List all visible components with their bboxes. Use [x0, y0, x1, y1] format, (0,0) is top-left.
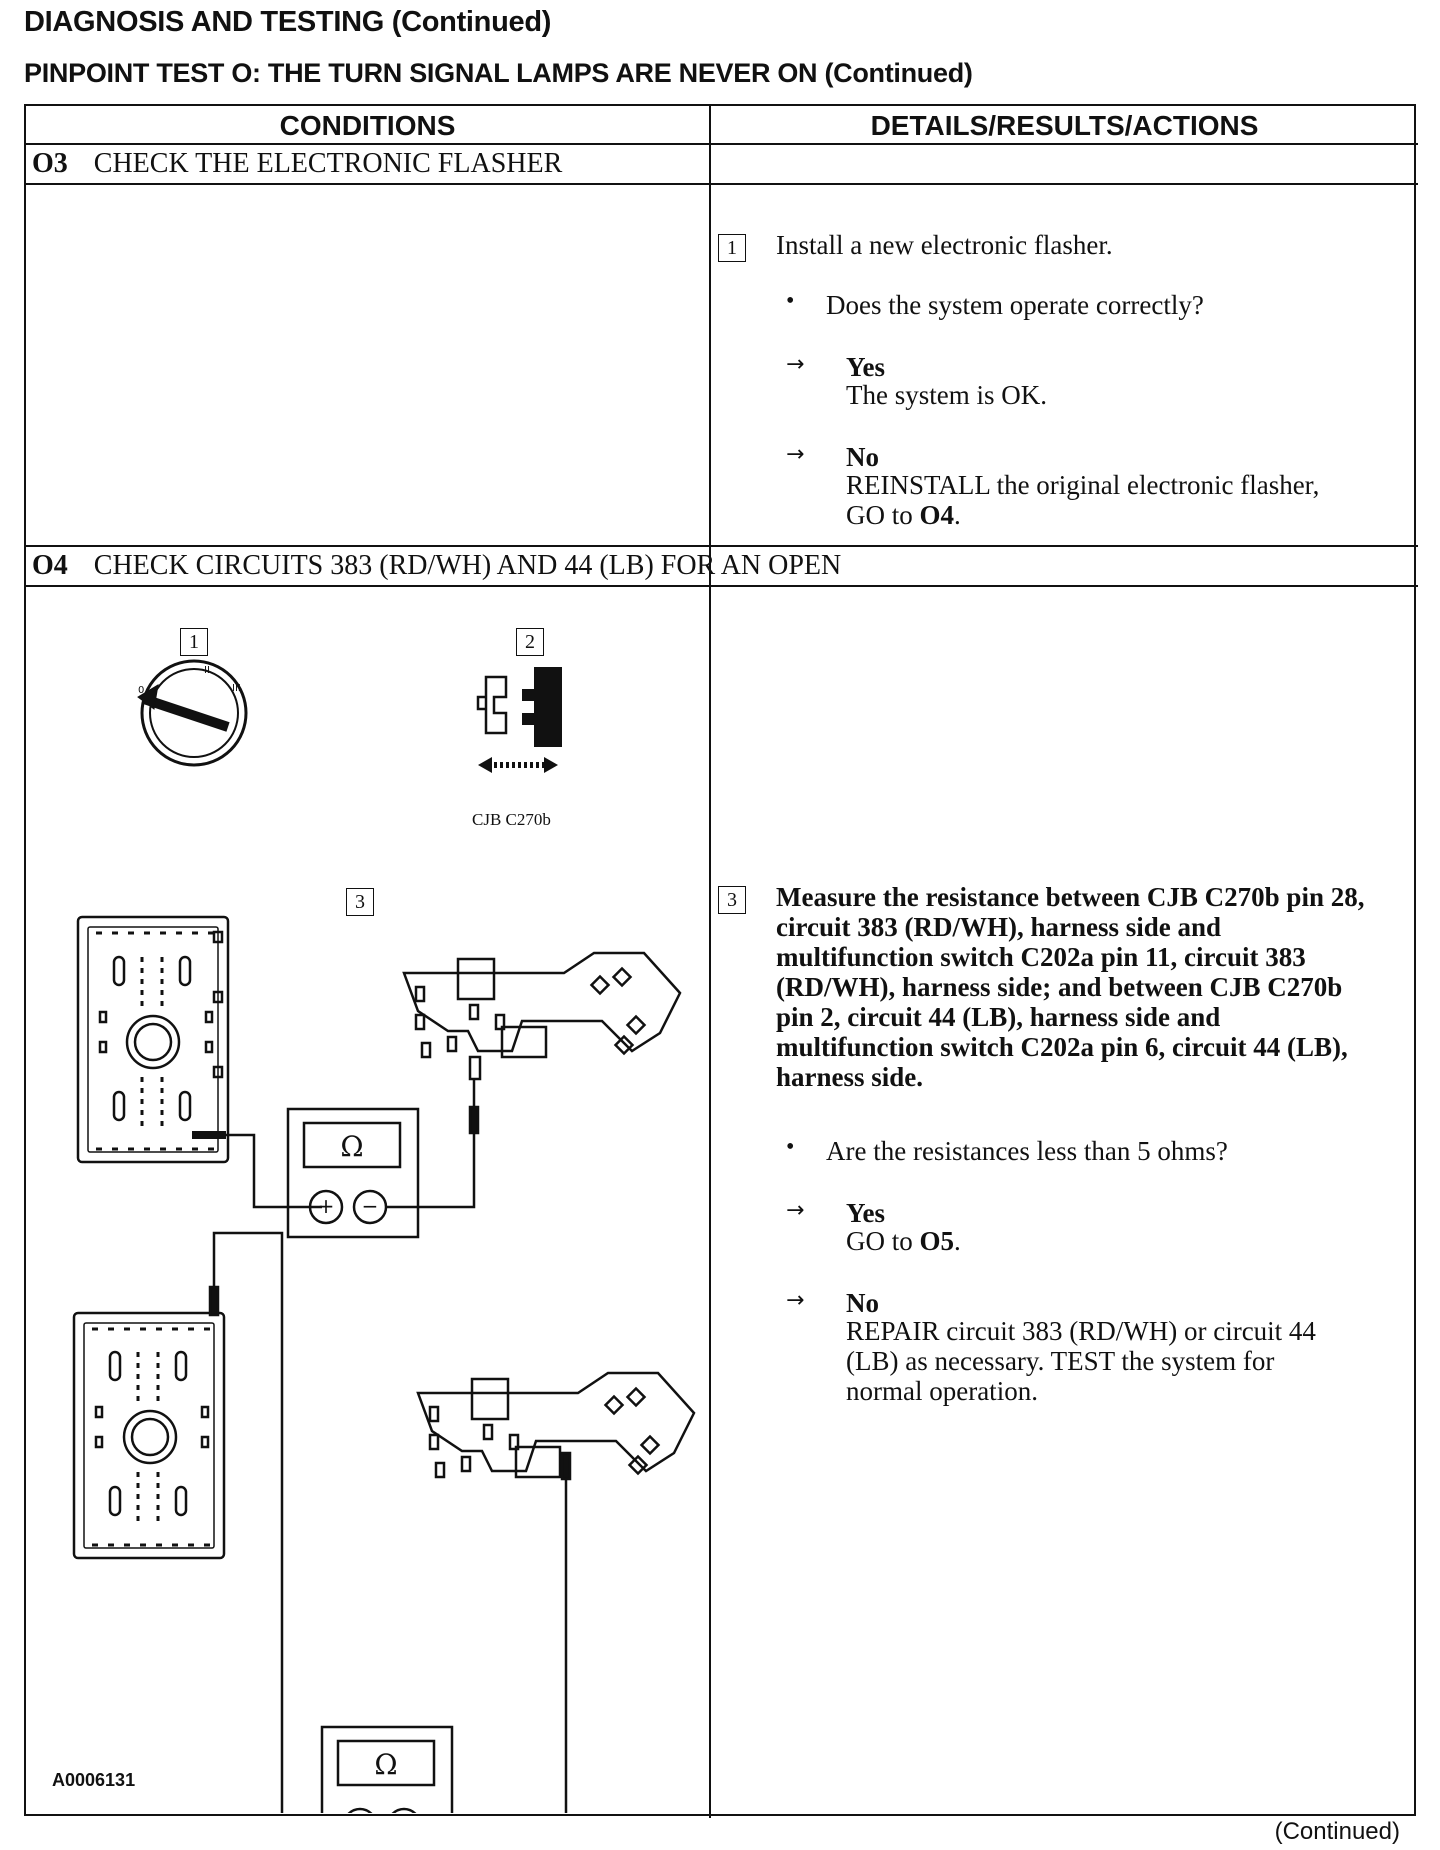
multifunction-switch-connector-icon: [416, 1371, 696, 1481]
step-box-o4: 3: [718, 886, 746, 914]
ignition-switch-icon: 0 II III: [137, 659, 248, 767]
section-o4-title: O4 CHECK CIRCUITS 383 (RD/WH) AND 44 (LB)…: [26, 546, 841, 586]
o3-no-suffix: .: [954, 500, 961, 530]
o3-yes-label: Yes: [846, 352, 885, 382]
o4-yes-ref: O5: [919, 1226, 955, 1256]
figure-step-3: 3: [346, 888, 374, 916]
bullet-icon: •: [786, 288, 795, 314]
o3-no-label: No: [846, 442, 879, 472]
o4-no-label: No: [846, 1288, 879, 1318]
o3-question: Does the system operate correctly?: [826, 290, 1204, 320]
o4-step-line: (RD/WH), harness side; and between CJB C…: [776, 972, 1343, 1002]
o4-no-line: normal operation.: [846, 1376, 1038, 1406]
o4-step-line: multifunction switch C202a pin 11, circu…: [776, 942, 1306, 972]
step-box-o3: 1: [718, 234, 746, 262]
o4-step-text: Measure the resistance between CJB C270b…: [776, 882, 1416, 1092]
ohmmeter-icon: + − Ω: [320, 1725, 454, 1813]
o4-step-line: circuit 383 (RD/WH), harness side and: [776, 912, 1222, 942]
page-title: DIAGNOSIS AND TESTING (Continued): [24, 6, 552, 38]
o3-no-text-1: REINSTALL the original electronic flashe…: [846, 470, 1320, 500]
o4-yes-text: GO to O5.: [846, 1226, 961, 1256]
svg-text:0: 0: [138, 685, 144, 696]
figure-step-2: 2: [516, 628, 544, 656]
svg-text:III: III: [232, 683, 241, 694]
o3-no-text-2: GO to O4.: [846, 500, 961, 530]
o4-step-line: multifunction switch C202a pin 6, circui…: [776, 1032, 1348, 1062]
continued-note: (Continued): [1274, 1818, 1400, 1845]
section-o3-title: O3 CHECK THE ELECTRONIC FLASHER: [26, 144, 562, 184]
o3-step-text: Install a new electronic flasher.: [776, 230, 1113, 260]
o3-no-prefix: GO to: [846, 500, 920, 530]
details-header: DETAILS/RESULTS/ACTIONS: [870, 110, 1259, 141]
arrow-right-icon: →: [786, 1198, 805, 1223]
o4-question: Are the resistances less than 5 ohms?: [826, 1136, 1228, 1166]
o4-step-line: pin 2, circuit 44 (LB), harness side and: [776, 1002, 1221, 1032]
figure-step-1: 1: [180, 628, 208, 656]
o4-yes-suffix: .: [954, 1226, 961, 1256]
section-o3-heading: CHECK THE ELECTRONIC FLASHER: [93, 148, 563, 179]
o4-no-text: REPAIR circuit 383 (RD/WH) or circuit 44…: [846, 1316, 1406, 1406]
conditions-header: CONDITIONS: [279, 110, 456, 141]
multifunction-switch-connector-icon: [402, 951, 682, 1081]
o3-no-ref: O4: [919, 500, 955, 530]
circuit-test-diagram: 0 II III: [72, 659, 696, 1813]
ohmmeter-icon: + − Ω: [286, 1107, 420, 1239]
o4-no-line: (LB) as necessary. TEST the system for: [846, 1346, 1275, 1376]
o4-step-line: Measure the resistance between CJB C270b…: [776, 882, 1365, 912]
connector-disconnect-icon: [476, 667, 562, 773]
o4-yes-prefix: GO to: [846, 1226, 920, 1256]
test-title: PINPOINT TEST O: THE TURN SIGNAL LAMPS A…: [24, 58, 973, 88]
figure-id: A0006131: [52, 1770, 136, 1790]
svg-text:+: +: [352, 1812, 369, 1813]
o4-no-line: REPAIR circuit 383 (RD/WH) or circuit 44: [846, 1316, 1316, 1346]
section-o4-id: O4: [32, 550, 68, 581]
ohm-symbol: Ω: [374, 1748, 397, 1781]
section-o4-heading: CHECK CIRCUITS 383 (RD/WH) AND 44 (LB) F…: [93, 550, 842, 581]
cjb-connector-icon: [76, 915, 230, 1164]
cjb-connector-icon: [72, 1311, 226, 1560]
svg-text:+: +: [318, 1194, 335, 1218]
ohm-symbol: Ω: [340, 1130, 363, 1163]
section-o3-id: O3: [32, 148, 68, 179]
o4-yes-label: Yes: [846, 1198, 885, 1228]
connector-label: CJB C270b: [472, 810, 551, 829]
o3-yes-text: The system is OK.: [846, 380, 1047, 410]
arrow-right-icon: →: [786, 1288, 805, 1313]
svg-text:−: −: [362, 1194, 379, 1218]
bullet-icon: •: [786, 1134, 795, 1160]
svg-text:−: −: [396, 1812, 413, 1813]
arrow-right-icon: →: [786, 442, 805, 467]
o4-step-line: harness side.: [776, 1062, 924, 1092]
arrow-right-icon: →: [786, 352, 805, 377]
svg-text:II: II: [204, 665, 210, 676]
